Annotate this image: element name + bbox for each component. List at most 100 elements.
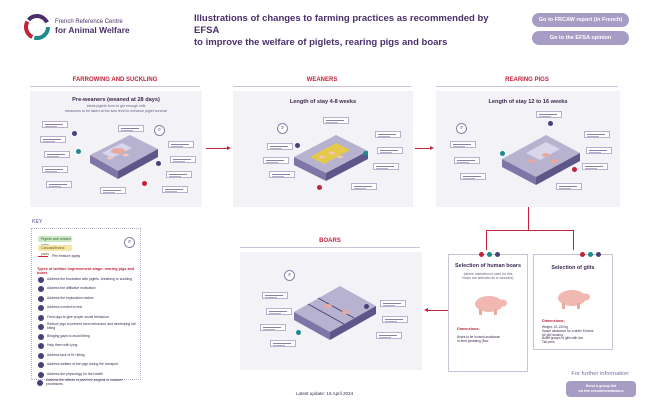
human-boars-bullet: Boars to be housed avoidance: [457, 335, 501, 339]
logo-swirl-icon: [24, 14, 50, 40]
rearing-heading: Length of stay 12 to 16 weeks: [488, 99, 568, 105]
weaners-panel[interactable]: Length of stay 4-8 weeks ⌕: [233, 91, 413, 207]
callout[interactable]: [582, 163, 608, 170]
stage-title-boars: BOARS: [319, 238, 341, 244]
gilts-title: Selection of gilts: [551, 265, 595, 271]
frcaw-report-button[interactable]: Go to FRCAW report (in French): [532, 13, 629, 27]
key-row: Reduce pigs to prevent harm behaviour an…: [38, 322, 136, 332]
marker-dot[interactable]: [363, 151, 368, 156]
key-row: Feed pigs to give proper social behaviou…: [38, 313, 136, 322]
marker-dot[interactable]: [500, 151, 505, 156]
callout[interactable]: [46, 181, 72, 188]
callout[interactable]: [170, 156, 196, 163]
marker-dot[interactable]: [588, 252, 593, 257]
gilts-card[interactable]: Selection of gilts Dimensions: Weight: 2…: [533, 252, 613, 350]
callout[interactable]: [323, 117, 349, 124]
callout[interactable]: [162, 186, 188, 193]
callout[interactable]: [166, 171, 192, 178]
human-boars-title: Selection of human boars: [455, 263, 521, 269]
rearing-pen-illustration: [502, 135, 580, 185]
callout[interactable]: [267, 143, 293, 150]
callout[interactable]: [269, 171, 295, 178]
callout[interactable]: [118, 125, 144, 132]
connector-line: [528, 207, 529, 231]
callout[interactable]: [260, 324, 286, 331]
callout[interactable]: [586, 147, 612, 154]
marker-dot[interactable]: [156, 161, 161, 166]
callout[interactable]: [44, 151, 70, 158]
marker-dot[interactable]: [317, 185, 322, 190]
callout[interactable]: [351, 183, 377, 190]
callout[interactable]: [42, 121, 68, 128]
callout[interactable]: [262, 292, 288, 299]
marker-dot[interactable]: [572, 167, 577, 172]
gilt-pig-icon: [558, 290, 590, 309]
marker-dot[interactable]: [580, 252, 585, 257]
category-icon: [38, 295, 44, 302]
zoom-icon[interactable]: ⌕: [277, 123, 288, 134]
zoom-icon[interactable]: ⌕: [456, 123, 467, 134]
farrowing-panel[interactable]: Pre-weaners (weaned at 28 days) Ideas pi…: [30, 91, 202, 207]
contact-button[interactable]: Send a group list on the recommendations: [566, 381, 636, 397]
marker-dot[interactable]: [296, 330, 301, 335]
marker-dot[interactable]: [495, 252, 500, 257]
rearing-panel[interactable]: Length of stay 12 to 16 weeks ⌕: [436, 91, 620, 207]
efsa-opinion-button[interactable]: Go to the EFSA opinion: [532, 31, 629, 45]
key-row: Address comfort to rest: [38, 304, 136, 313]
key-title: KEY: [32, 219, 43, 225]
stage-title-farrowing: FARROWING AND SUCKLING: [72, 77, 158, 83]
connector-line: [573, 230, 574, 250]
marker-dot[interactable]: [487, 252, 492, 257]
key-row: Help them with lying: [38, 342, 136, 351]
key-row: Address the affiliative motivation: [38, 285, 136, 294]
callout[interactable]: [42, 166, 68, 173]
marker-dot[interactable]: [548, 121, 553, 126]
marker-dot[interactable]: [72, 131, 77, 136]
key-chip-yellow: Carcass/brand parts: [38, 245, 72, 256]
callout[interactable]: [584, 131, 610, 138]
boars-panel[interactable]: ⌕: [240, 252, 422, 370]
callout[interactable]: [377, 147, 403, 154]
callout[interactable]: [380, 300, 406, 307]
logo-line-1: French Reference Centre: [55, 18, 123, 25]
key-row: Address the physiology for the health: [38, 370, 136, 379]
key-row: Address the frustration with piglets, br…: [38, 275, 136, 284]
callout[interactable]: [100, 187, 126, 194]
callout[interactable]: [263, 157, 289, 164]
connector-line: [486, 230, 487, 250]
farrowing-heading: Pre-weaners (weaned at 28 days): [72, 97, 160, 103]
marker-dot[interactable]: [142, 181, 147, 186]
callout[interactable]: [454, 157, 480, 164]
callout[interactable]: [450, 141, 476, 148]
category-icon: [38, 352, 44, 359]
stage-divider: [436, 86, 618, 87]
callout[interactable]: [168, 141, 194, 148]
callout[interactable]: [373, 163, 399, 170]
marker-dot[interactable]: [364, 304, 369, 309]
callout[interactable]: [266, 308, 292, 315]
marker-dot[interactable]: [596, 252, 601, 257]
human-boars-bullet: In-feed gestating (flow: [457, 339, 489, 344]
zoom-icon[interactable]: ⌕: [124, 237, 135, 248]
marker-dot[interactable]: [479, 252, 484, 257]
farrowing-sub-2: measures to be taken at the sow level to…: [65, 108, 167, 113]
gilts-bullet: Tail pens: [542, 340, 555, 345]
category-icon: [38, 333, 44, 340]
marker-dot[interactable]: [295, 143, 300, 148]
callout[interactable]: [270, 340, 296, 347]
callout[interactable]: [556, 183, 582, 190]
human-boars-card[interactable]: Selection of human boars (where castrati…: [448, 252, 528, 372]
zoom-icon[interactable]: ⌕: [284, 270, 295, 281]
callout[interactable]: [382, 316, 408, 323]
stage-divider: [240, 247, 420, 248]
callout[interactable]: [40, 136, 66, 143]
callout[interactable]: [375, 131, 401, 138]
callout[interactable]: [536, 111, 562, 118]
farrowing-sub-1: Ideas piglets born to get enough milk: [86, 104, 146, 108]
human-boars-dimensions: Dimensions:: [457, 327, 480, 331]
zoom-icon[interactable]: ⌕: [154, 125, 165, 136]
callout[interactable]: [460, 173, 486, 180]
marker-dot[interactable]: [76, 149, 81, 154]
callout[interactable]: [376, 332, 402, 339]
category-icon: [38, 276, 44, 283]
